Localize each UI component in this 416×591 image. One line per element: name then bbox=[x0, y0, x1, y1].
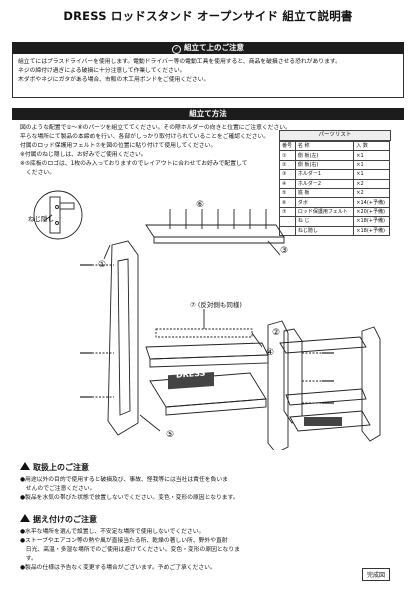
screw-cover-label: ねじ隠し bbox=[28, 214, 54, 223]
placement-line-2: ●ストーブやエアコン等の熱や風が直接当たる所、乾燥の著しい所、野外や直射 bbox=[20, 538, 228, 544]
method-line-2: 平らな場所にて製品の本締めを行い、各部がしっかり取付けられていることをご確認くだ… bbox=[20, 134, 270, 140]
holder-3 bbox=[145, 224, 285, 244]
part-number-1: ① bbox=[98, 260, 106, 270]
notice-box bbox=[12, 54, 404, 98]
part-number-6: ⑥ bbox=[196, 200, 204, 210]
col-qty: 入 数 bbox=[353, 140, 390, 152]
dowels-6 bbox=[169, 209, 267, 229]
method-line-3: 付属のロッド保護用フェルト⑦を図の位置に貼り付けて使用してください。 bbox=[20, 143, 217, 149]
placement-line-5: ●製品の仕様は予告なく変更する場合がございます。予めご了承ください。 bbox=[20, 565, 216, 571]
side-panel-right-2 bbox=[283, 328, 322, 424]
notice-line-3: 木ダボやネジにガタがある場合、市販の木工用ボンドをご使用ください。 bbox=[18, 77, 210, 83]
col-name: 名 称 bbox=[294, 140, 355, 152]
notice-header: ✓組立て上のご注意 bbox=[12, 42, 404, 54]
screw-cover-detail bbox=[33, 190, 83, 240]
complete-label: 完成図 bbox=[362, 568, 391, 581]
handling-line-1: ●用途以外の目的で使用すると破損及び、事故、怪我等には当社は責任を負いま bbox=[20, 477, 228, 483]
part-number-5: ⑤ bbox=[166, 430, 174, 440]
document-title: DRESS ロッドスタンド オープンサイド 組立て説明書 bbox=[63, 9, 353, 23]
method-header-label: 組立て方法 bbox=[189, 109, 227, 118]
side-panel-left-1 bbox=[92, 240, 139, 436]
method-line-5: ※⑤底板のロゴは、1枚のみ入っておりますのでレイアウトに合わせてお好みで配置して bbox=[20, 161, 248, 167]
felt-7 bbox=[155, 328, 253, 338]
part-number-4: ④ bbox=[266, 348, 274, 358]
placement-header-label: 据え付けのご注意 bbox=[33, 515, 97, 524]
screws bbox=[80, 264, 334, 404]
handling-header-label: 取扱上のご注意 bbox=[33, 463, 89, 472]
handling-header: 取扱上のご注意 bbox=[20, 462, 89, 473]
placement-line-3: 日光、高温・多湿な場所でのご使用は避けてください。変色・変形の原因となりま bbox=[20, 547, 240, 553]
holder-4 bbox=[145, 342, 269, 368]
method-line-4: ※付属のねじ隠しは、お好みでご使用ください。 bbox=[20, 152, 147, 158]
handling-line-3: ●製品を水気の帯びた状態で放置しないでください。変色・変形の原因となります。 bbox=[20, 495, 239, 501]
placement-line-4: す。 bbox=[20, 556, 37, 562]
table-row: ねじ隠し×18(+予備) bbox=[279, 225, 390, 236]
method-header: 組立て方法 bbox=[12, 108, 404, 120]
method-line-1: 図のような配置で①～⑧のパーツを組立ててください。その際ホルダーの向きと位置にご… bbox=[20, 125, 291, 131]
warning-icon bbox=[20, 462, 30, 470]
notice-line-2: ネジの締付け過ぎによる破損に十分注意して作業してください。 bbox=[18, 68, 186, 74]
handling-line-2: せんのでご注意ください。 bbox=[20, 486, 96, 492]
logo-text: DRESS bbox=[176, 369, 206, 380]
placement-line-1: ●水平な場所を選んで設置し、不安定な場所で使用しないでください。 bbox=[20, 529, 205, 535]
parts-table-header: 番号 名 称 入 数 bbox=[279, 140, 390, 152]
warning-icon bbox=[20, 514, 30, 522]
parts-list-title: パーツリスト bbox=[279, 130, 391, 141]
col-number: 番号 bbox=[279, 140, 296, 152]
notice-line-1: 組立てにはプラスドライバーを使用します。電動ドライバー等の電動工具を使用すると、… bbox=[18, 59, 341, 65]
assembly-diagram: ねじ隠し ⑦ (反対側も同様) ① ② ③ ④ ⑤ ⑥ DRESS bbox=[28, 190, 381, 450]
part-number-2: ② bbox=[272, 328, 280, 338]
notice-header-label: 組立て上のご注意 bbox=[184, 43, 244, 52]
method-line-6: ください。 bbox=[26, 170, 55, 176]
part-number-3: ③ bbox=[280, 246, 288, 256]
completed-stand bbox=[267, 320, 381, 450]
check-icon: ✓ bbox=[172, 45, 181, 54]
felt-label: ⑦ (反対側も同様) bbox=[190, 300, 242, 309]
placement-header: 据え付けのご注意 bbox=[20, 514, 97, 525]
bottom-board-5 bbox=[149, 372, 267, 416]
